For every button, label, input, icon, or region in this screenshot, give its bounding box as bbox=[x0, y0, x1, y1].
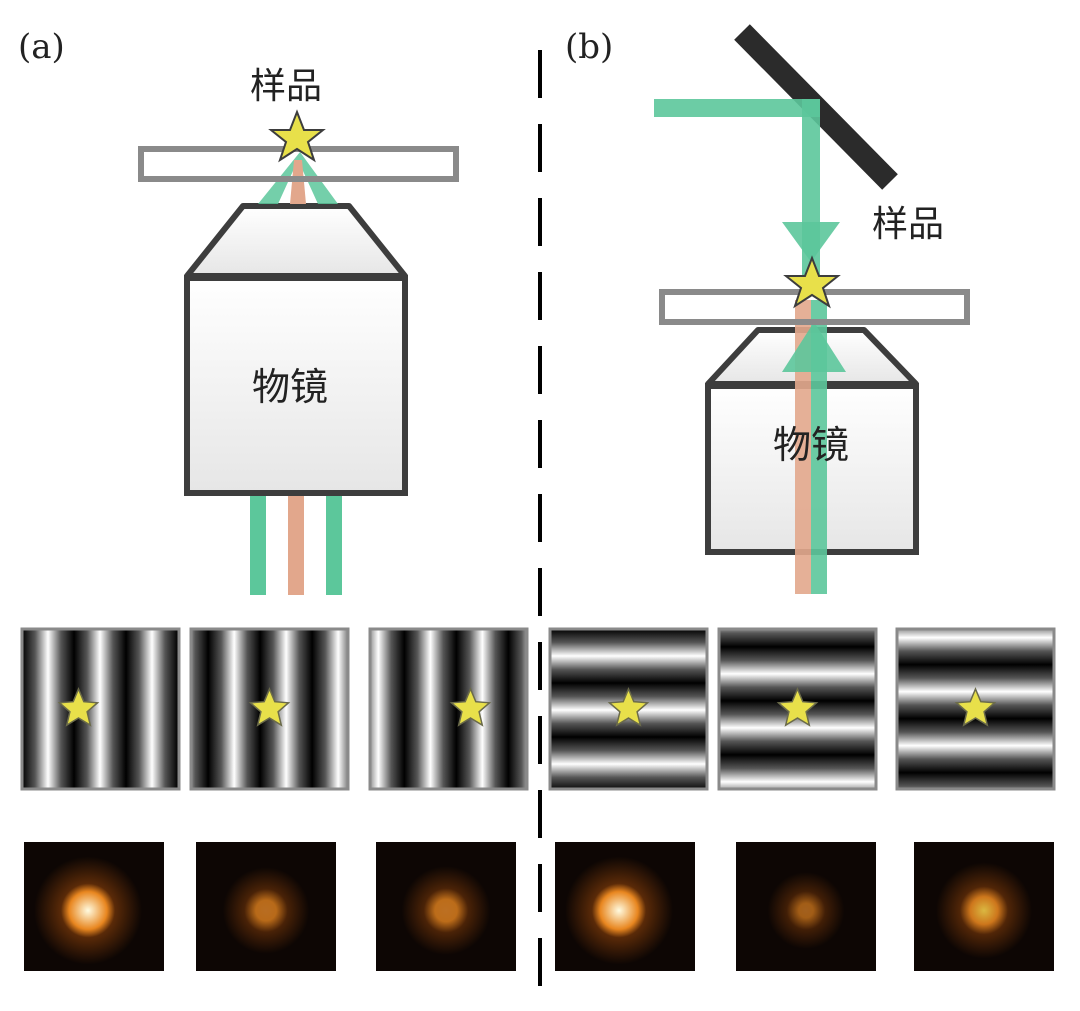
panel-b-label: (b) bbox=[565, 27, 613, 67]
fluorescence-spot bbox=[401, 866, 491, 955]
panel-b: (b) 样品 物镜 bbox=[565, 24, 970, 594]
panel-a-sample-label: 样品 bbox=[250, 66, 322, 107]
fluorescence-spot bbox=[34, 856, 142, 965]
panel-a-sample-star bbox=[268, 109, 326, 163]
fluorescence-spot bbox=[767, 872, 845, 949]
fluorescence-spot bbox=[222, 867, 310, 954]
stripe-tile-star bbox=[954, 687, 997, 727]
panel-a-beam-green-converge bbox=[258, 152, 338, 204]
stripe-tile-star bbox=[776, 687, 819, 727]
panel-a-beam-green-right bbox=[326, 495, 342, 595]
panel-b-objective-label: 物镜 bbox=[773, 423, 849, 467]
panel-a-objective bbox=[184, 203, 408, 496]
panel-a-beam-orange bbox=[288, 495, 304, 595]
fluorescence-spot bbox=[936, 862, 1032, 959]
panel-b-beam-green-up bbox=[811, 300, 827, 594]
stripe-tile-star bbox=[248, 687, 291, 727]
fluorescence-spot-row bbox=[24, 842, 1054, 971]
stripe-tile-star bbox=[57, 687, 100, 727]
panel-a-beam-green-left bbox=[250, 495, 266, 595]
stripe-pattern-tile bbox=[368, 627, 529, 791]
fluorescence-spot bbox=[565, 856, 673, 965]
panel-b-arrow-up bbox=[782, 322, 846, 372]
panel-a-objective-label: 物镜 bbox=[252, 365, 328, 409]
panel-b-beam-orange-up bbox=[795, 300, 811, 594]
panel-b-beam-green-horizontal bbox=[654, 99, 820, 117]
stripe-pattern-row bbox=[20, 627, 1056, 791]
panel-b-arrow-down bbox=[782, 222, 840, 262]
panel-a: (a) 样品 物镜 bbox=[18, 27, 459, 595]
stripe-tile-star bbox=[449, 687, 492, 727]
stripe-tile-star bbox=[607, 687, 650, 727]
stripe-pattern-tile bbox=[189, 627, 350, 791]
panel-b-sample-star bbox=[783, 255, 841, 309]
panel-a-label: (a) bbox=[18, 27, 65, 67]
stripe-pattern-tile bbox=[20, 627, 181, 791]
panel-b-sample-label: 样品 bbox=[872, 204, 944, 245]
